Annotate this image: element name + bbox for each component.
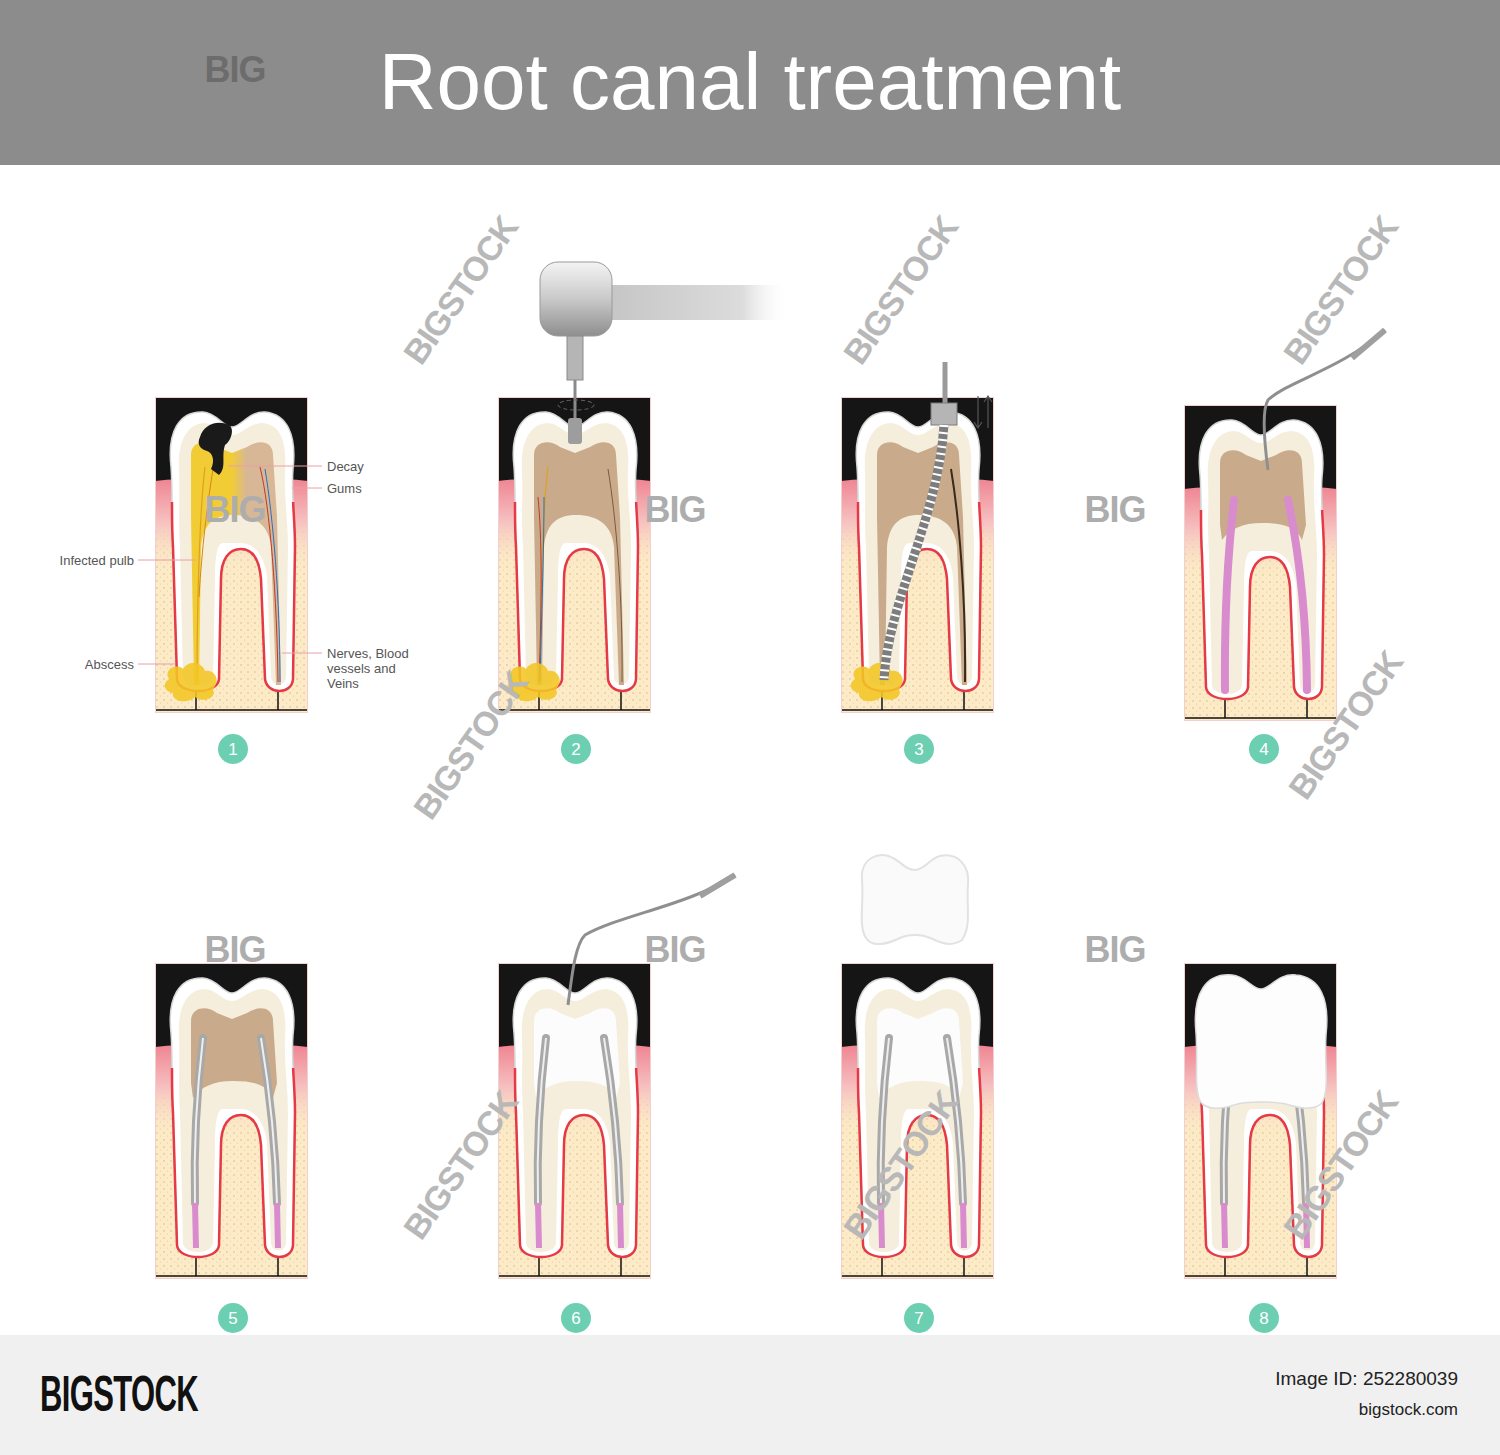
- watermark: BIGSTOCK: [837, 210, 963, 369]
- callout-circle: 6: [561, 1303, 591, 1333]
- watermark: BIG: [204, 932, 265, 968]
- callout-number: 8: [1259, 1310, 1268, 1327]
- callout-circle: 8: [1249, 1303, 1279, 1333]
- callout-number: 4: [1259, 741, 1268, 758]
- part-label: Abscess: [85, 657, 134, 672]
- watermark: BIGSTOCK: [397, 210, 523, 369]
- callout-circle: 7: [904, 1303, 934, 1333]
- callout-number: 6: [571, 1310, 580, 1327]
- callout-number: 2: [571, 741, 580, 758]
- callout-number: 3: [914, 741, 923, 758]
- callout-circle: 4: [1249, 734, 1279, 764]
- brand-logo: BIGSTOCK: [40, 1369, 198, 1419]
- watermark: BIGSTOCK: [407, 665, 533, 824]
- watermark: BIG: [1084, 492, 1145, 528]
- watermark: BIG: [644, 932, 705, 968]
- watermark: BIG: [204, 52, 265, 88]
- part-label: Gums: [327, 481, 362, 496]
- watermark: BIGSTOCK: [1277, 1085, 1403, 1244]
- watermark: BIGSTOCK: [837, 1085, 963, 1244]
- watermark: BIG: [1084, 932, 1145, 968]
- watermark: BIGSTOCK: [397, 1085, 523, 1244]
- watermark: BIG: [204, 492, 265, 528]
- callout-circle: 5: [218, 1303, 248, 1333]
- site-address: bigstock.com: [1359, 1401, 1458, 1418]
- callout-circle: 3: [904, 734, 934, 764]
- watermark: BIGSTOCK: [1277, 210, 1403, 369]
- part-label: Infected pulb: [60, 553, 134, 568]
- footer-band: BIGSTOCK Image ID: 252280039 bigstock.com: [0, 1335, 1500, 1455]
- callout-circle: 1: [218, 734, 248, 764]
- callout-number: 1: [228, 741, 237, 758]
- image-id: Image ID: 252280039: [1275, 1369, 1458, 1388]
- callout-number: 5: [228, 1310, 237, 1327]
- part-label: Nerves, Blood vessels and Veins: [327, 646, 422, 691]
- watermark: BIG: [644, 492, 705, 528]
- callout-number: 7: [914, 1310, 923, 1327]
- part-label: Decay: [327, 459, 364, 474]
- callout-circle: 2: [561, 734, 591, 764]
- watermark: BIGSTOCK: [1282, 645, 1408, 804]
- title-text: Root canal treatment: [379, 42, 1122, 122]
